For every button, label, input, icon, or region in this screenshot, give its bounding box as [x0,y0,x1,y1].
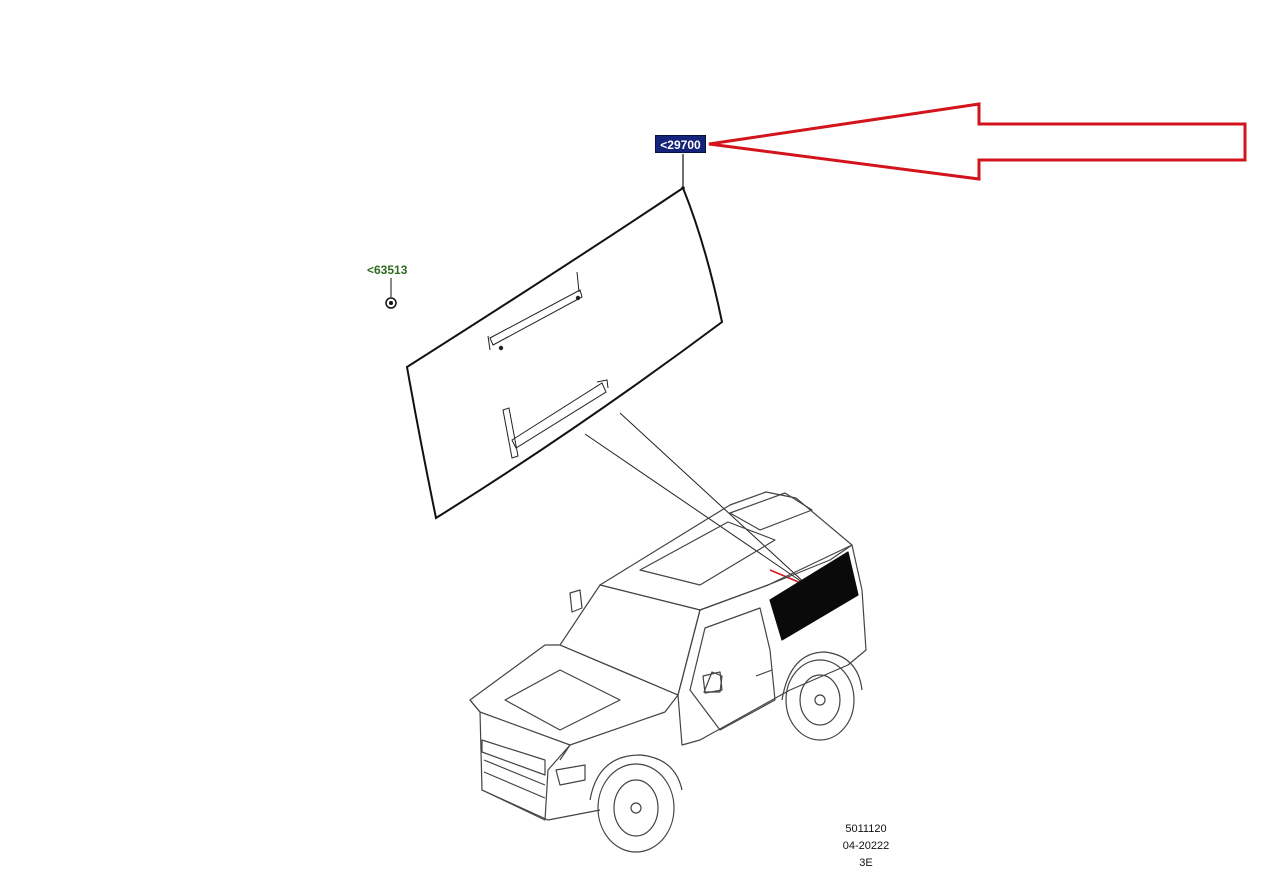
diagram-date: 04-20222 [842,840,890,852]
diagram-revision: 3E [859,857,873,869]
part-callout-primary[interactable]: <29700 [655,135,706,153]
diagram-code: 5011120 [845,823,887,835]
clip-icon[interactable] [385,278,397,309]
reference-line-2 [619,412,809,587]
side-window-glass[interactable] [405,186,724,520]
part-callout-secondary[interactable]: <63513 [367,263,408,277]
pointer-arrow-icon [708,102,1247,181]
reference-line-1 [584,433,806,585]
vehicle-outline [469,491,867,853]
